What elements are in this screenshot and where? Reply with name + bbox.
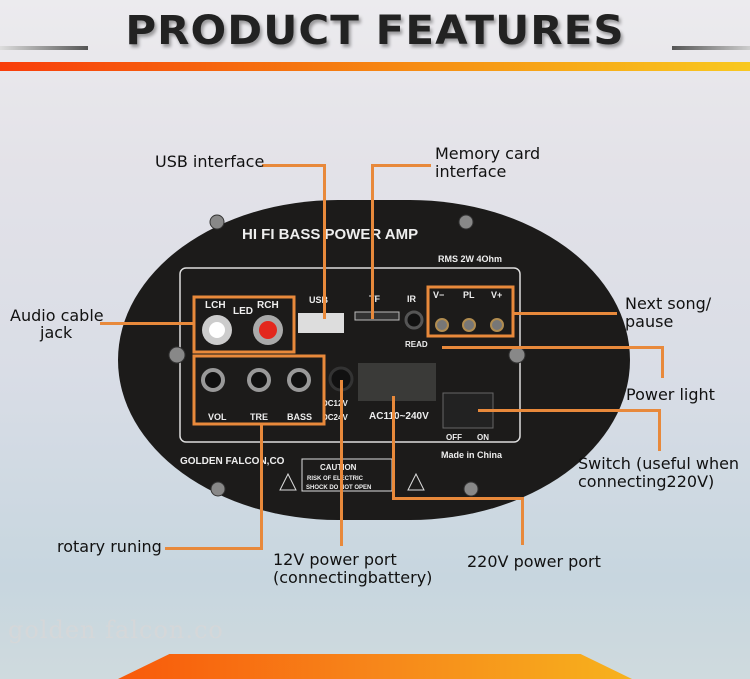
svg-text:CAUTION: CAUTION xyxy=(320,463,357,472)
callout-line xyxy=(340,380,343,546)
svg-text:USB: USB xyxy=(309,295,329,305)
svg-text:READ: READ xyxy=(405,340,428,349)
svg-text:RISK OF ELECTRIC: RISK OF ELECTRIC xyxy=(307,476,364,482)
svg-text:GOLDEN FALCON,CO: GOLDEN FALCON,CO xyxy=(180,456,285,467)
callout-line xyxy=(478,409,661,412)
svg-text:PL: PL xyxy=(463,290,475,300)
svg-text:BASS: BASS xyxy=(287,412,312,422)
callout-line xyxy=(323,164,326,319)
callout-rotary: rotary runing xyxy=(57,537,162,556)
callout-line xyxy=(100,322,194,325)
callout-line xyxy=(442,346,664,349)
title-rule-right xyxy=(672,46,750,50)
callout-memory-1: Memory card xyxy=(435,144,541,163)
svg-text:TRE: TRE xyxy=(250,412,268,422)
callout-memory-2: interface xyxy=(435,162,507,181)
svg-text:LCH: LCH xyxy=(205,300,226,311)
bottom-banner xyxy=(118,654,632,679)
callout-audio-1: Audio cable xyxy=(10,306,104,325)
panel-model: HI FI BASS POWER AMP xyxy=(242,226,418,243)
svg-text:TF: TF xyxy=(369,294,380,304)
callout-line xyxy=(260,424,263,550)
callout-line xyxy=(658,409,661,451)
gradient-bar xyxy=(0,62,750,71)
callout-line xyxy=(371,164,374,319)
svg-text:DC24V: DC24V xyxy=(322,413,348,422)
svg-text:DC12V: DC12V xyxy=(322,399,348,408)
callout-power-light: Power light xyxy=(626,385,715,404)
svg-text:V−: V− xyxy=(433,290,444,300)
svg-text:OFF: OFF xyxy=(446,433,462,442)
watermark: golden falcon.co xyxy=(8,616,224,644)
callout-220v: 220V power port xyxy=(467,552,601,571)
svg-text:SHOCK DO NOT OPEN: SHOCK DO NOT OPEN xyxy=(306,485,371,491)
svg-text:LED: LED xyxy=(233,306,253,317)
callout-line xyxy=(661,346,664,378)
svg-text:VOL: VOL xyxy=(208,412,227,422)
callout-next-1: Next song/ xyxy=(625,294,712,313)
svg-text:AC110~240V: AC110~240V xyxy=(369,411,429,422)
callout-line xyxy=(513,312,617,315)
title-rule-left xyxy=(0,46,88,50)
callout-usb: USB interface xyxy=(155,152,265,171)
callout-line xyxy=(262,164,326,167)
svg-text:ON: ON xyxy=(477,433,489,442)
svg-text:Made in China: Made in China xyxy=(441,450,503,460)
callout-line xyxy=(371,164,431,167)
callout-switch-2: connecting220V) xyxy=(578,472,715,491)
svg-text:RCH: RCH xyxy=(257,300,279,311)
svg-text:RMS 2W 4Ohm: RMS 2W 4Ohm xyxy=(438,254,502,264)
page-title: PRODUCT FEATURES xyxy=(125,8,625,54)
callout-switch-1: Switch (useful when xyxy=(578,454,740,473)
callout-next-2: pause xyxy=(625,312,674,331)
callout-line xyxy=(521,497,524,545)
svg-text:V+: V+ xyxy=(491,290,502,300)
callout-line xyxy=(392,396,395,499)
callout-audio-2: jack xyxy=(40,323,73,342)
callout-line xyxy=(165,547,263,550)
callout-12v-2: (connectingbattery) xyxy=(273,568,433,587)
callout-line xyxy=(392,497,524,500)
callout-12v-1: 12V power port xyxy=(273,550,397,569)
svg-text:IR: IR xyxy=(407,294,417,304)
